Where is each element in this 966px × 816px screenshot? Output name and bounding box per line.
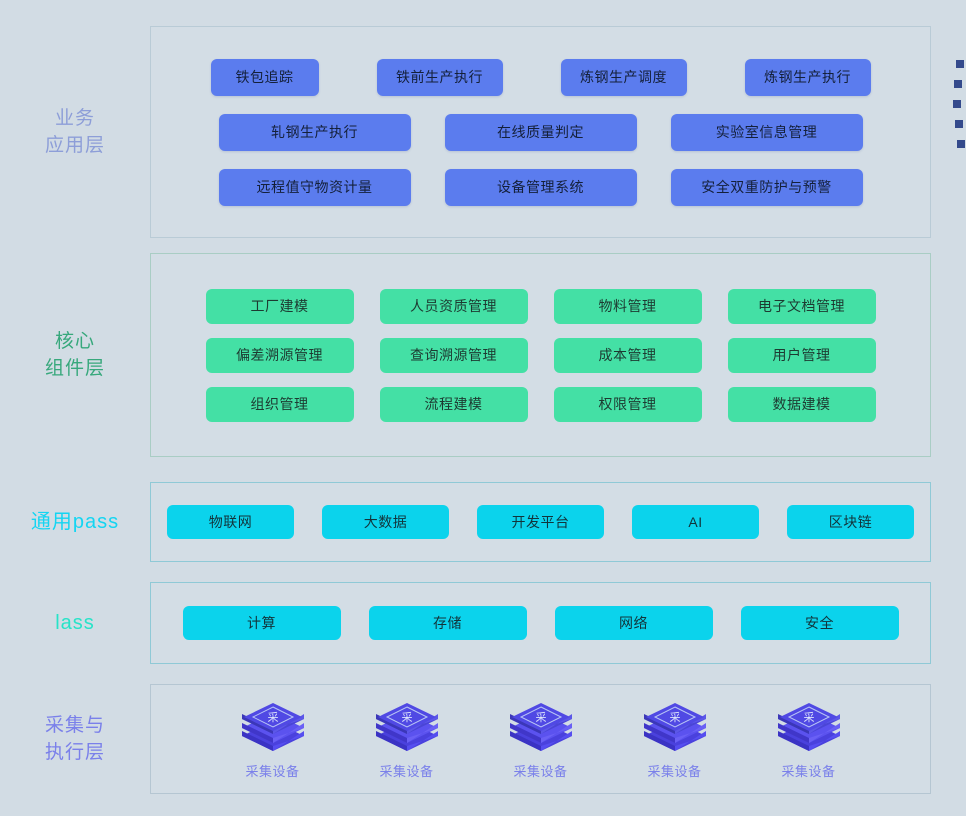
- chip-personnel-qualification-management[interactable]: 人员资质管理: [379, 288, 528, 324]
- panel-general-paas: 物联网 大数据 开发平台 AI 区块链: [150, 482, 931, 562]
- chip-tiebao-tracking[interactable]: 铁包追踪: [210, 58, 319, 96]
- edge-marker-dot: [953, 100, 961, 108]
- chip-permission-management[interactable]: 权限管理: [553, 386, 702, 422]
- edge-marker-dot: [957, 140, 965, 148]
- chip-row: 工厂建模 人员资质管理 物料管理 电子文档管理: [151, 288, 930, 324]
- edge-marker-list: [952, 60, 966, 160]
- chip-row: 轧钢生产执行 在线质量判定 实验室信息管理: [151, 113, 930, 151]
- collection-device-icon: 采: [509, 702, 572, 751]
- chip-row: 偏差溯源管理 查询溯源管理 成本管理 用户管理: [151, 337, 930, 373]
- chip-steelmaking-production-execution[interactable]: 炼钢生产执行: [744, 58, 871, 96]
- chip-query-traceability-management[interactable]: 查询溯源管理: [379, 337, 528, 373]
- layer-iaas: lass 计算 存储 网络 安全: [0, 582, 966, 664]
- chip-equipment-management-system[interactable]: 设备管理系统: [444, 168, 637, 206]
- chip-blockchain[interactable]: 区块链: [787, 505, 914, 539]
- chip-ai[interactable]: AI: [632, 505, 759, 539]
- svg-text:采: 采: [267, 711, 278, 724]
- svg-text:采: 采: [401, 711, 412, 724]
- chip-material-management[interactable]: 物料管理: [553, 288, 702, 324]
- chip-row: 物联网 大数据 开发平台 AI 区块链: [151, 505, 930, 539]
- device-item[interactable]: 采 采集设备: [474, 699, 608, 780]
- collection-device-icon: 采: [375, 702, 438, 751]
- chip-factory-modeling[interactable]: 工厂建模: [205, 288, 354, 324]
- collection-device-icon: 采: [643, 702, 706, 751]
- layer-label-iaas: lass: [55, 611, 95, 634]
- device-label: 采集设备: [647, 763, 702, 779]
- device-item[interactable]: 采 采集设备: [742, 699, 876, 780]
- chip-network[interactable]: 网络: [554, 606, 713, 640]
- device-label: 采集设备: [781, 763, 836, 779]
- edge-marker-dot: [955, 120, 963, 128]
- panel-iaas: 计算 存储 网络 安全: [150, 582, 931, 664]
- chip-organization-management[interactable]: 组织管理: [205, 386, 354, 422]
- chip-cost-management[interactable]: 成本管理: [553, 337, 702, 373]
- chip-row: 铁包追踪 铁前生产执行 炼钢生产调度 炼钢生产执行: [151, 58, 930, 96]
- chip-rolling-production-execution[interactable]: 轧钢生产执行: [218, 113, 411, 151]
- chip-row: 计算 存储 网络 安全: [151, 606, 930, 640]
- device-item[interactable]: 采 采集设备: [206, 699, 340, 780]
- layer-collection-and-execution: 采集与 执行层 采: [0, 684, 966, 794]
- device-label: 采集设备: [245, 763, 300, 779]
- device-row: 采 采集设备: [151, 699, 930, 780]
- chip-user-management[interactable]: 用户管理: [727, 337, 876, 373]
- chip-lab-information-management[interactable]: 实验室信息管理: [670, 113, 863, 151]
- chip-data-modeling[interactable]: 数据建模: [727, 386, 876, 422]
- chip-security[interactable]: 安全: [740, 606, 899, 640]
- panel-collection-and-execution: 采 采集设备: [150, 684, 931, 794]
- chip-row: 组织管理 流程建模 权限管理 数据建模: [151, 386, 930, 422]
- chip-big-data[interactable]: 大数据: [322, 505, 449, 539]
- chip-process-modeling[interactable]: 流程建模: [379, 386, 528, 422]
- svg-text:采: 采: [535, 711, 546, 724]
- chip-ironmaking-production-execution[interactable]: 铁前生产执行: [376, 58, 503, 96]
- device-item[interactable]: 采 采集设备: [608, 699, 742, 780]
- chip-remote-unattended-material-metering[interactable]: 远程值守物资计量: [218, 168, 411, 206]
- svg-text:采: 采: [803, 711, 814, 724]
- chip-row: 远程值守物资计量 设备管理系统 安全双重防护与预警: [151, 168, 930, 206]
- device-label: 采集设备: [379, 763, 434, 779]
- chip-online-quality-judgement[interactable]: 在线质量判定: [444, 113, 637, 151]
- layer-general-paas: 通用pass 物联网 大数据 开发平台 AI 区块链: [0, 482, 966, 562]
- chip-development-platform[interactable]: 开发平台: [477, 505, 604, 539]
- chip-safety-dual-prevention-and-warning[interactable]: 安全双重防护与预警: [670, 168, 863, 206]
- panel-business-application: 铁包追踪 铁前生产执行 炼钢生产调度 炼钢生产执行 轧钢生产执行 在线质量判定 …: [150, 26, 931, 238]
- layer-business-application: 业务 应用层 铁包追踪 铁前生产执行 炼钢生产调度 炼钢生产执行 轧钢生产执行 …: [0, 26, 966, 238]
- layer-core-component: 核心 组件层 工厂建模 人员资质管理 物料管理 电子文档管理 偏差溯源管理 查询…: [0, 253, 966, 457]
- device-item[interactable]: 采 采集设备: [340, 699, 474, 780]
- chip-storage[interactable]: 存储: [368, 606, 527, 640]
- panel-core-component: 工厂建模 人员资质管理 物料管理 电子文档管理 偏差溯源管理 查询溯源管理 成本…: [150, 253, 931, 457]
- chip-electronic-document-management[interactable]: 电子文档管理: [727, 288, 876, 324]
- chip-steelmaking-production-scheduling[interactable]: 炼钢生产调度: [560, 58, 687, 96]
- layer-label-core-component: 核心 组件层: [44, 331, 105, 379]
- edge-marker-dot: [956, 60, 964, 68]
- layer-label-collection-and-execution: 采集与 执行层: [44, 715, 105, 763]
- layer-label-business-application: 业务 应用层: [44, 108, 105, 156]
- chip-compute[interactable]: 计算: [182, 606, 341, 640]
- chip-deviation-traceability-management[interactable]: 偏差溯源管理: [205, 337, 354, 373]
- layer-label-general-paas: 通用pass: [30, 510, 120, 533]
- device-label: 采集设备: [513, 763, 568, 779]
- chip-iot[interactable]: 物联网: [167, 505, 294, 539]
- collection-device-icon: 采: [241, 702, 304, 751]
- collection-device-icon: 采: [777, 702, 840, 751]
- edge-marker-dot: [954, 80, 962, 88]
- svg-text:采: 采: [669, 711, 680, 724]
